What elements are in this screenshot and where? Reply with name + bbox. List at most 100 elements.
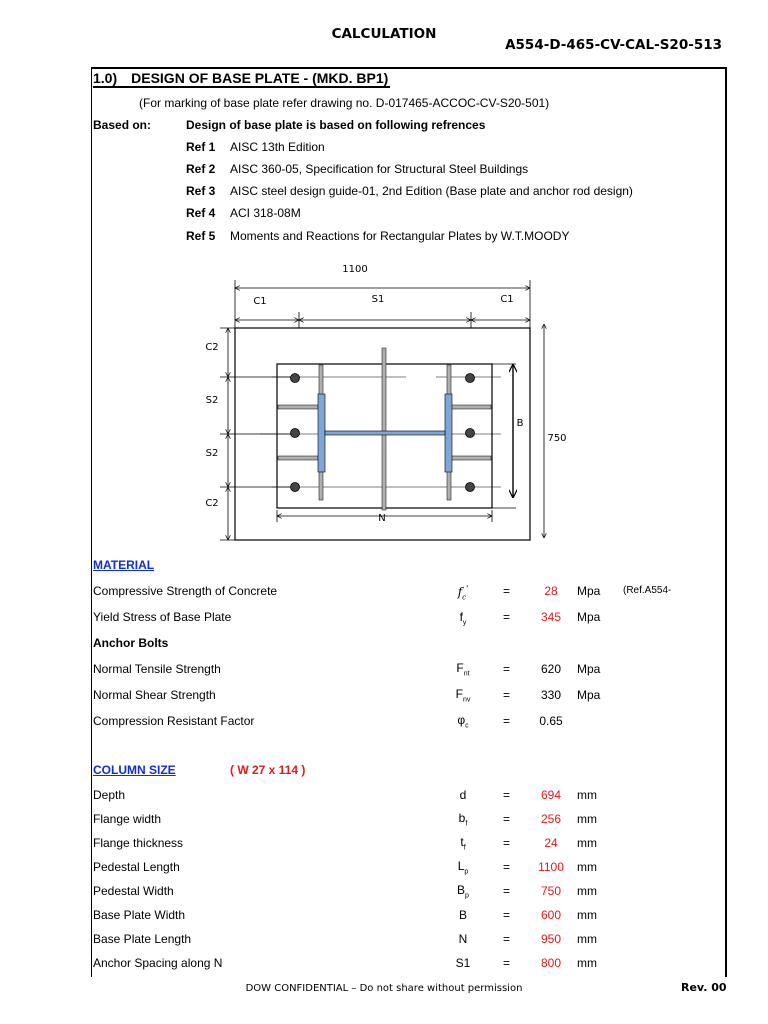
column-label: Base Plate Width — [93, 908, 186, 922]
anchor-symbol: Fnt — [456, 661, 470, 678]
column-unit: mm — [577, 908, 597, 922]
equals-sign: = — [503, 688, 511, 702]
anchor-value: 330 — [540, 688, 562, 702]
equals-sign: = — [503, 836, 511, 850]
section-number: 1.0) — [93, 70, 118, 86]
based-on-label: Based on: — [93, 118, 152, 132]
ref-text: Moments and Reactions for Rectangular Pl… — [230, 229, 570, 243]
anchor-unit: Mpa — [577, 662, 601, 676]
material-label: Compressive Strength of Concrete — [93, 584, 278, 598]
material-note: (Ref.A554- — [623, 585, 672, 596]
material-unit: Mpa — [577, 610, 601, 624]
equals-sign: = — [503, 662, 511, 676]
dim-label-s1: S1 — [372, 294, 385, 305]
anchor-symbol: φc — [457, 713, 469, 730]
column-unit: mm — [577, 788, 597, 802]
revision-label: Rev. 00 — [681, 981, 727, 994]
column-unit: mm — [577, 932, 597, 946]
dim-label-s2-upper: S2 — [206, 395, 219, 406]
based-on-text: Design of base plate is based on followi… — [186, 118, 486, 132]
ref-text: AISC steel design guide-01, 2nd Edition … — [230, 184, 633, 198]
anchor-bolt — [465, 373, 475, 383]
column-unit: mm — [577, 884, 597, 898]
equals-sign: = — [503, 812, 511, 826]
ref-label: Ref 4 — [186, 206, 216, 220]
anchor-label: Normal Tensile Strength — [93, 662, 221, 676]
anchor-label: Compression Resistant Factor — [93, 714, 255, 728]
material-unit: Mpa — [577, 584, 601, 598]
material-heading: MATERIAL — [93, 558, 155, 572]
column-symbol: Lp — [457, 859, 469, 876]
confidential-footer: DOW CONFIDENTIAL – Do not share without … — [245, 983, 523, 994]
calculation-title: CALCULATION — [331, 26, 437, 42]
equals-sign: = — [503, 584, 511, 598]
anchor-bolt — [465, 482, 475, 492]
column-value: 800 — [540, 956, 562, 970]
column-label: Pedestal Width — [93, 884, 174, 898]
anchor-value: 0.65 — [539, 714, 563, 728]
dim-label-s2-lower: S2 — [206, 448, 219, 459]
anchor-unit: Mpa — [577, 688, 601, 702]
equals-sign: = — [503, 932, 511, 946]
document-number: A554-D-465-CV-CAL-S20-513 — [505, 37, 722, 53]
section-title: 1.0)DESIGN OF BASE PLATE - (MKD. BP1) — [93, 70, 391, 88]
equals-sign: = — [503, 860, 511, 874]
column-value: 256 — [540, 812, 562, 826]
column-value: 694 — [540, 788, 562, 802]
dim-label-b: B — [517, 418, 524, 429]
column-designation: ( W 27 x 114 ) — [230, 763, 306, 777]
column-value: 600 — [540, 908, 562, 922]
page-frame — [91, 67, 727, 977]
base-plate-drawing: 1100 C1 S1 C1 C2 S2 S2 C2 B 750 N — [205, 264, 567, 541]
ref-text: ACI 318-08M — [230, 206, 301, 220]
marking-note: (For marking of base plate refer drawing… — [139, 96, 550, 110]
column-label: Pedestal Length — [93, 860, 180, 874]
column-unit: mm — [577, 956, 597, 970]
dim-label-c1-left: C1 — [253, 296, 266, 307]
material-label: Yield Stress of Base Plate — [93, 610, 232, 624]
anchor-label: Normal Shear Strength — [93, 688, 216, 702]
material-value: 345 — [540, 610, 562, 624]
anchor-bolt — [290, 428, 300, 438]
equals-sign: = — [503, 788, 511, 802]
dim-label-c2-bottom: C2 — [205, 498, 218, 509]
dim-label-1100: 1100 — [342, 264, 367, 275]
column-symbol: tf — [460, 835, 466, 852]
column-value: 750 — [540, 884, 562, 898]
anchor-bolt — [465, 428, 475, 438]
column-symbol: S1 — [455, 956, 471, 970]
column-web — [324, 430, 446, 436]
anchor-symbol: Fnv — [455, 687, 471, 704]
column-symbol: N — [458, 932, 468, 946]
column-label: Flange width — [93, 812, 162, 826]
ref-text: AISC 360-05, Specification for Structura… — [230, 162, 529, 176]
column-value: 1100 — [538, 860, 564, 874]
dim-label-n: N — [378, 513, 385, 524]
ref-label: Ref 1 — [186, 140, 216, 154]
column-symbol: d — [459, 788, 467, 802]
column-label: Flange thickness — [93, 836, 184, 850]
column-unit: mm — [577, 860, 597, 874]
column-size-heading: COLUMN SIZE — [93, 763, 176, 777]
right-flange — [444, 393, 453, 473]
ref-label: Ref 3 — [186, 184, 216, 198]
material-value: 28 — [544, 584, 558, 598]
equals-sign: = — [503, 714, 511, 728]
column-symbol: B — [458, 908, 467, 922]
anchor-bolts-heading: Anchor Bolts — [93, 636, 169, 650]
column-value: 950 — [540, 932, 562, 946]
column-label: Depth — [93, 788, 126, 802]
equals-sign: = — [503, 908, 511, 922]
column-unit: mm — [577, 836, 597, 850]
material-symbol: fc' — [457, 584, 469, 602]
ref-label: Ref 2 — [186, 162, 216, 176]
equals-sign: = — [503, 956, 511, 970]
column-label: Base Plate Length — [93, 932, 192, 946]
equals-sign: = — [503, 610, 511, 624]
column-symbol: Bp — [457, 883, 469, 900]
column-symbol: bf — [458, 811, 468, 828]
anchor-value: 620 — [540, 662, 562, 676]
material-symbol: fy — [459, 610, 467, 627]
anchor-bolt — [290, 482, 300, 492]
column-value: 24 — [544, 836, 558, 850]
